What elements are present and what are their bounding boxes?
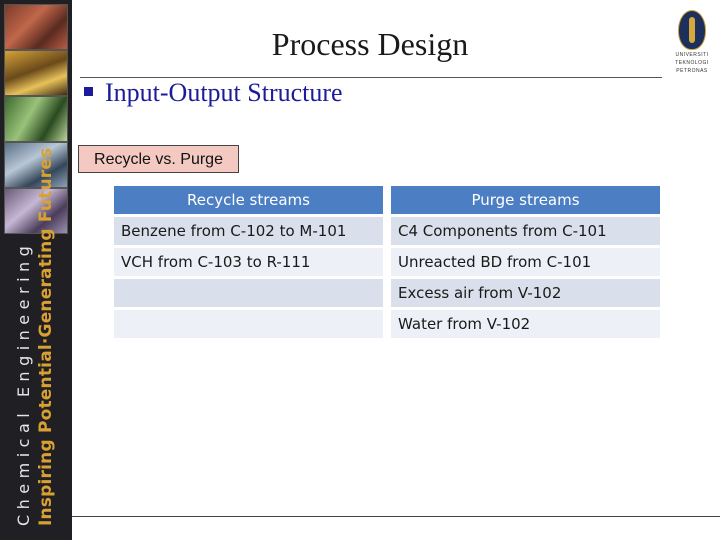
table-cell: Excess air from V-102 xyxy=(391,279,660,310)
table-row: VCH from C-103 to R-111 Unreacted BD fro… xyxy=(114,248,660,279)
header-recycle-streams: Recycle streams xyxy=(114,186,391,217)
table-cell: C4 Components from C-101 xyxy=(391,217,660,248)
table-cell: Unreacted BD from C-101 xyxy=(391,248,660,279)
bullet-heading: Input-Output Structure xyxy=(84,78,343,108)
logo-text-line-2: TEKNOLOGI xyxy=(675,60,709,66)
university-emblem-icon xyxy=(678,10,706,50)
bullet-heading-text: Input-Output Structure xyxy=(105,78,343,107)
table-row: Excess air from V-102 xyxy=(114,279,660,310)
sidebar-photo-2 xyxy=(4,50,68,96)
table-header-row: Recycle streams Purge streams xyxy=(114,186,660,217)
table-cell xyxy=(114,279,391,310)
table-row: Benzene from C-102 to M-101 C4 Component… xyxy=(114,217,660,248)
sidebar-photo-3 xyxy=(4,96,68,142)
table-row: Water from V-102 xyxy=(114,310,660,341)
page-title: Process Design xyxy=(271,26,469,62)
table-cell: Water from V-102 xyxy=(391,310,660,341)
table-cell: VCH from C-103 to R-111 xyxy=(114,248,391,279)
logo-text-line-1: UNIVERSITI xyxy=(675,52,709,58)
sidebar-photo-1 xyxy=(4,4,68,50)
sidebar-photo-4 xyxy=(4,142,68,188)
university-logo: UNIVERSITI TEKNOLOGI PETRONAS xyxy=(672,10,712,78)
sidebar-tagline-text: Inspiring Potential·Generating Futures xyxy=(36,147,56,526)
sidebar-photo-5 xyxy=(4,188,68,234)
sidebar-department-text: Chemical Engineering xyxy=(14,240,33,526)
section-label: Recycle vs. Purge xyxy=(78,145,239,173)
table-cell: Benzene from C-102 to M-101 xyxy=(114,217,391,248)
table-cell xyxy=(114,310,391,341)
left-sidebar: Chemical Engineering Inspiring Potential… xyxy=(0,0,72,540)
recycle-purge-table: Recycle streams Purge streams Benzene fr… xyxy=(114,186,660,341)
square-bullet-icon xyxy=(84,87,93,96)
logo-text-line-3: PETRONAS xyxy=(676,68,708,74)
header-purge-streams: Purge streams xyxy=(391,186,660,217)
footer-divider xyxy=(72,516,720,517)
title-divider xyxy=(80,77,662,78)
